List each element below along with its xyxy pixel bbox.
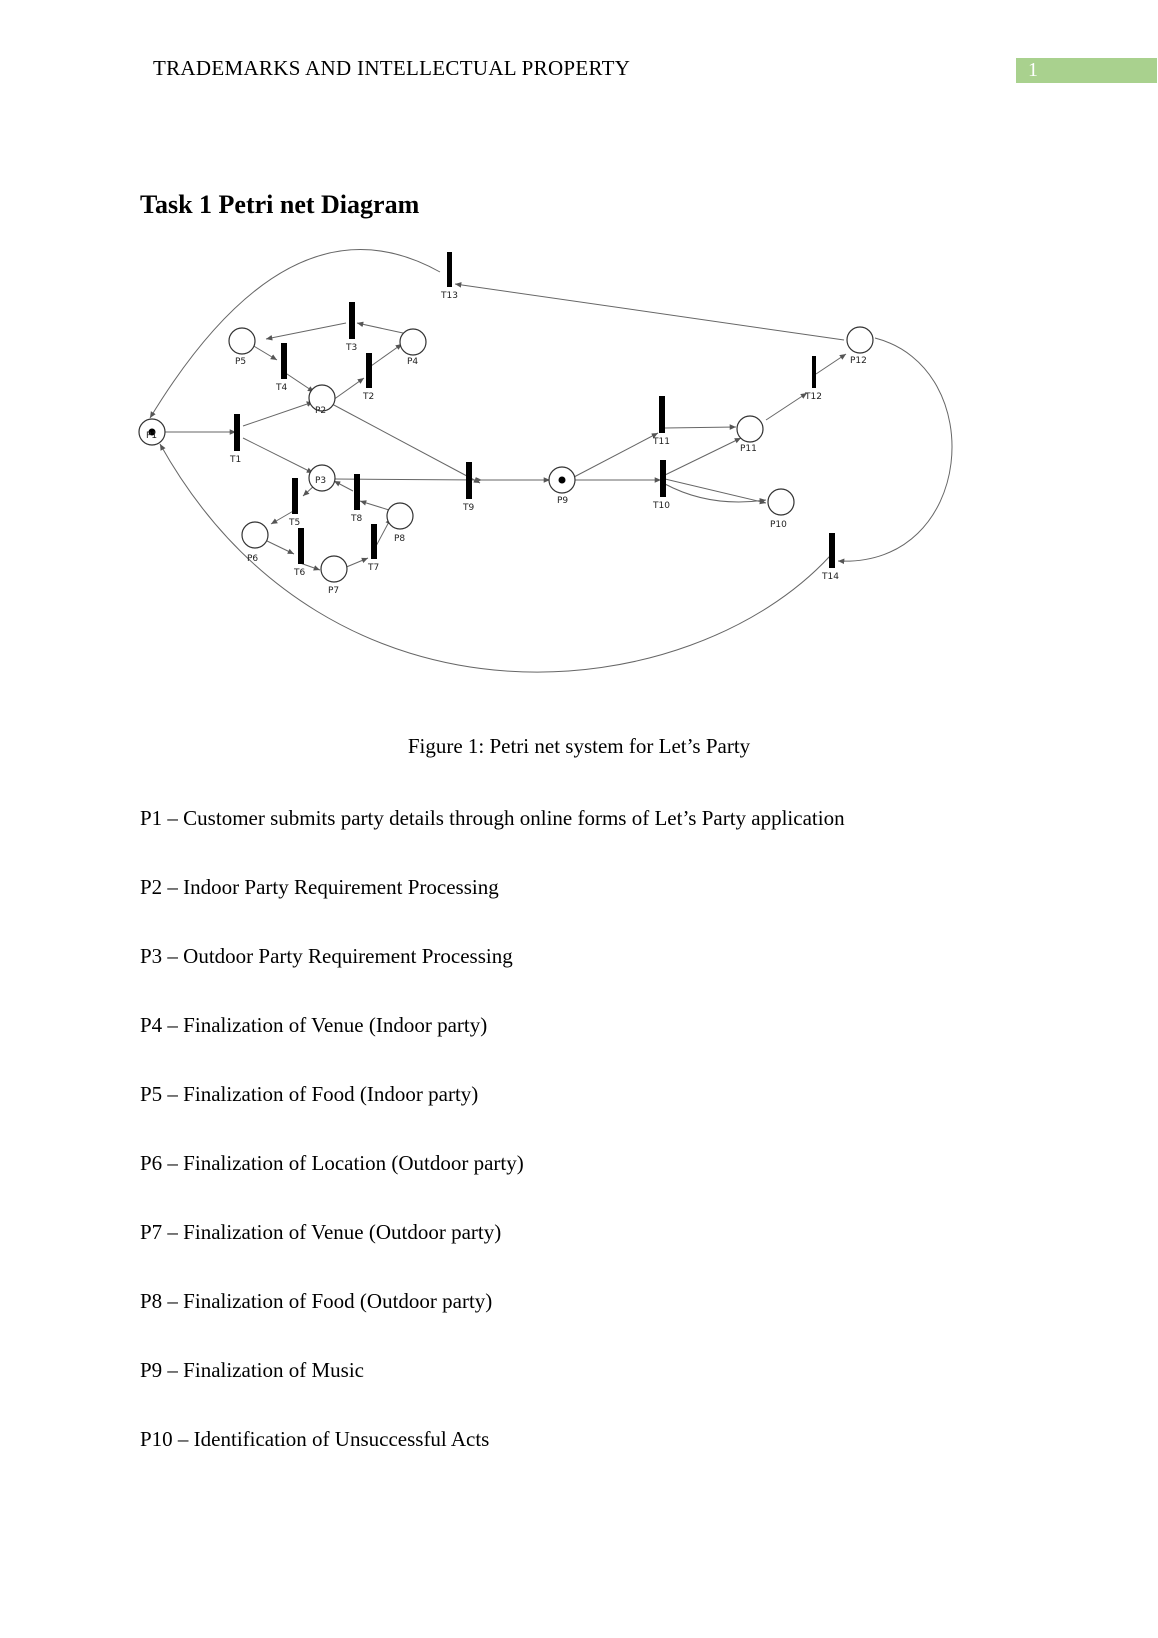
legend-item: P2 – Indoor Party Requirement Processing [140,875,499,899]
label-T7: T7 [367,563,379,573]
section-heading: Task 1 Petri net Diagram [140,190,420,219]
label-T4: T4 [275,383,287,393]
legend-item: P7 – Finalization of Venue (Outdoor part… [140,1220,502,1244]
label-T5: T5 [288,518,300,528]
label-P2: P2 [315,406,326,416]
petri-net-diagram: P1 P2 P3 P4 P5 P6 P7 P8 P9 P10 P11 P12 T… [138,249,953,673]
legend-item: P6 – Finalization of Location (Outdoor p… [140,1151,524,1175]
place-legend: P1 – Customer submits party details thro… [140,806,845,1496]
petri-transitions [234,252,835,568]
label-T13: T13 [440,291,458,301]
legend-item: P3 – Outdoor Party Requirement Processin… [140,944,513,968]
label-T12: T12 [804,392,822,402]
label-T1: T1 [229,455,241,465]
label-P5: P5 [235,357,246,367]
label-P11: P11 [740,444,757,454]
label-P7: P7 [328,586,339,596]
label-P8: P8 [394,534,405,544]
label-T8: T8 [350,514,362,524]
label-P12: P12 [850,356,867,366]
label-T2: T2 [362,392,374,402]
label-P3: P3 [315,476,326,486]
label-T14: T14 [821,572,839,582]
running-header: TRADEMARKS AND INTELLECTUAL PROPERTY [153,56,631,80]
petri-labels: P1 P2 P3 P4 P5 P6 P7 P8 P9 P10 P11 P12 T… [146,291,867,596]
label-P9: P9 [557,496,568,506]
label-P4: P4 [407,357,418,367]
legend-item: P5 – Finalization of Food (Indoor party) [140,1082,479,1106]
label-T10: T10 [652,501,670,511]
label-T3: T3 [345,343,357,353]
legend-item: P9 – Finalization of Music [140,1358,364,1382]
legend-item: P8 – Finalization of Food (Outdoor party… [140,1289,493,1313]
petri-places [138,326,874,583]
legend-item: P10 – Identification of Unsuccessful Act… [140,1427,490,1451]
tokens [148,428,566,484]
label-P10: P10 [770,520,787,530]
label-P6: P6 [247,554,258,564]
label-P1: P1 [146,431,157,441]
petri-arcs [149,249,953,673]
legend-item: P1 – Customer submits party details thro… [140,806,845,830]
figure-caption: Figure 1: Petri net system for Let’s Par… [407,734,751,758]
label-T6: T6 [293,568,305,578]
label-T9: T9 [462,503,474,513]
legend-item: P4 – Finalization of Venue (Indoor party… [140,1013,488,1037]
page-number-badge: 1 [1016,58,1157,83]
label-T11: T11 [652,437,670,447]
